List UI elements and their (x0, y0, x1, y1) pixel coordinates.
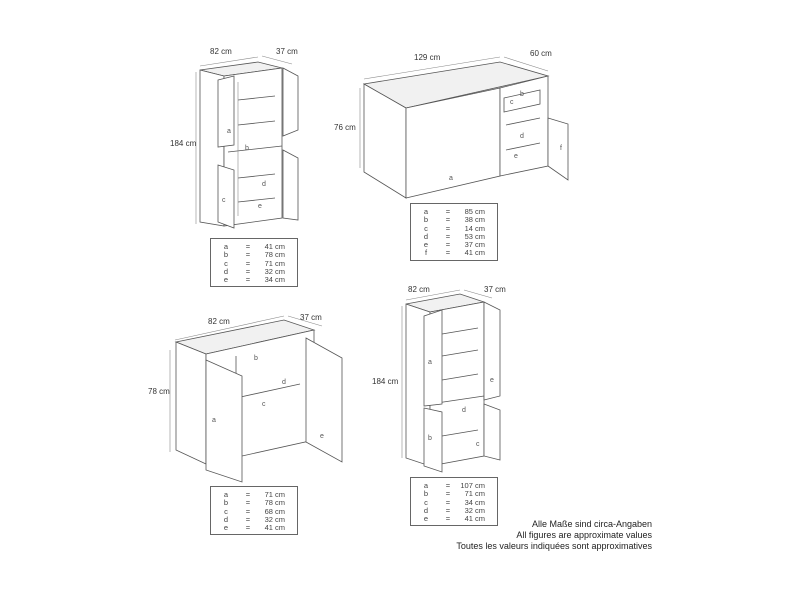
legend-row: a=85 cm (423, 207, 485, 216)
upper-right-door (282, 67, 299, 137)
left-door (205, 359, 243, 483)
tag-b: b (245, 145, 249, 152)
tag-d: d (282, 379, 286, 386)
depth-dimension-line (287, 315, 323, 327)
tall-cabinet-2-diagram: a b c d e 82 cm 37 cm 184 cm (372, 285, 506, 473)
lower-left-door (217, 164, 235, 229)
legend-row: b=38 cm (423, 215, 485, 225)
tag-b: b (254, 355, 258, 362)
tag-e: e (514, 153, 518, 160)
tag-d: d (262, 181, 266, 188)
legend-row: e=41 cm (223, 523, 285, 533)
legend-row: a=41 cm (223, 242, 285, 251)
height-label: 76 cm (334, 123, 356, 132)
legend-row: a=71 cm (223, 490, 285, 499)
legend-row: a=107 cm (423, 481, 485, 490)
depth-label: 37 cm (300, 313, 322, 322)
depth-dimension-line (503, 56, 549, 72)
tag-d: d (520, 133, 524, 140)
width-label: 129 cm (414, 53, 441, 62)
tag-b: b (428, 435, 432, 442)
legend-row: c=68 cm (224, 506, 285, 516)
legend-row: b=78 cm (223, 498, 285, 508)
legend-row: b=78 cm (223, 250, 285, 260)
legend-row: d=32 cm (423, 505, 485, 515)
tag-a: a (212, 417, 216, 424)
width-label: 82 cm (208, 317, 230, 326)
note-english: All figures are approximate values (516, 530, 652, 540)
width-dimension-line (405, 289, 461, 301)
depth-dimension-line (261, 55, 293, 65)
tag-d: d (462, 407, 466, 414)
lower-left-door (423, 407, 443, 473)
upper-left-door (217, 75, 235, 148)
desk-drawer (503, 89, 541, 113)
height-label: 78 cm (148, 387, 170, 396)
legend-row: d=32 cm (223, 514, 285, 524)
tag-e: e (320, 433, 324, 440)
tag-c: c (222, 197, 226, 204)
legend-row: e=41 cm (423, 514, 485, 524)
tag-c: c (510, 99, 514, 106)
legend-row: d=32 cm (223, 266, 285, 276)
legend-row: f=41 cm (424, 248, 485, 258)
legend-row: c=71 cm (224, 258, 285, 268)
desk-pedestal (499, 75, 549, 177)
right-door (305, 337, 343, 463)
tag-e: e (490, 377, 494, 384)
upper-left-door (423, 309, 443, 407)
legend-row: b=71 cm (423, 489, 485, 499)
desk-door (547, 117, 569, 181)
width-dimension-line (174, 315, 285, 341)
legend-tall-cabinet-2: a=107 cm b=71 cm c=34 cm d=32 cm e=41 cm (410, 477, 498, 527)
note-german: Alle Maße sind circa-Angaben (531, 519, 652, 529)
width-dimension-line (199, 56, 259, 67)
depth-dimension-line (463, 289, 493, 299)
legend-row: d=53 cm (423, 231, 485, 241)
note-french: Toutes les valeurs indiquées sont approx… (456, 541, 652, 551)
tag-c: c (262, 401, 266, 408)
legend-row: e=34 cm (223, 275, 285, 285)
low-cabinet-diagram: a b c d e 82 cm 37 cm 78 cm (148, 313, 343, 483)
depth-label: 37 cm (276, 47, 298, 56)
legend-tall-cabinet: a=41 cm b=78 cm c=71 cm d=32 cm e=34 cm (210, 238, 298, 288)
tag-a: a (428, 359, 432, 366)
legend-desk: a=85 cm b=38 cm c=14 cm d=53 cm e=37 cm … (410, 203, 498, 261)
tag-e: e (258, 203, 262, 210)
tag-c: c (476, 441, 480, 448)
width-dimension-line (363, 56, 501, 80)
lower-right-door (483, 403, 501, 461)
tag-a: a (449, 175, 453, 182)
width-label: 82 cm (210, 47, 232, 56)
upper-right-door (483, 301, 501, 401)
depth-label: 37 cm (484, 285, 506, 294)
height-label: 184 cm (170, 139, 197, 148)
legend-row: e=37 cm (423, 240, 485, 250)
tall-cabinet-diagram: a b c d e 82 cm 37 cm 184 cm (170, 47, 299, 229)
width-label: 82 cm (408, 285, 430, 294)
depth-label: 60 cm (530, 49, 552, 58)
legend-low-cabinet: a=71 cm b=78 cm c=68 cm d=32 cm e=41 cm (210, 486, 298, 536)
lower-right-door (282, 149, 299, 221)
cabinet-side (175, 341, 207, 465)
legend-row: c=34 cm (424, 497, 485, 507)
tag-a: a (227, 128, 231, 135)
tag-b: b (520, 91, 524, 98)
tag-f: f (560, 145, 562, 152)
approximate-values-note: Alle Maße sind circa-Angaben All figures… (420, 519, 652, 552)
height-label: 184 cm (372, 377, 399, 386)
desk-diagram: a b c d e f 129 cm 60 cm 76 cm (334, 49, 569, 199)
legend-row: c=14 cm (424, 223, 485, 233)
